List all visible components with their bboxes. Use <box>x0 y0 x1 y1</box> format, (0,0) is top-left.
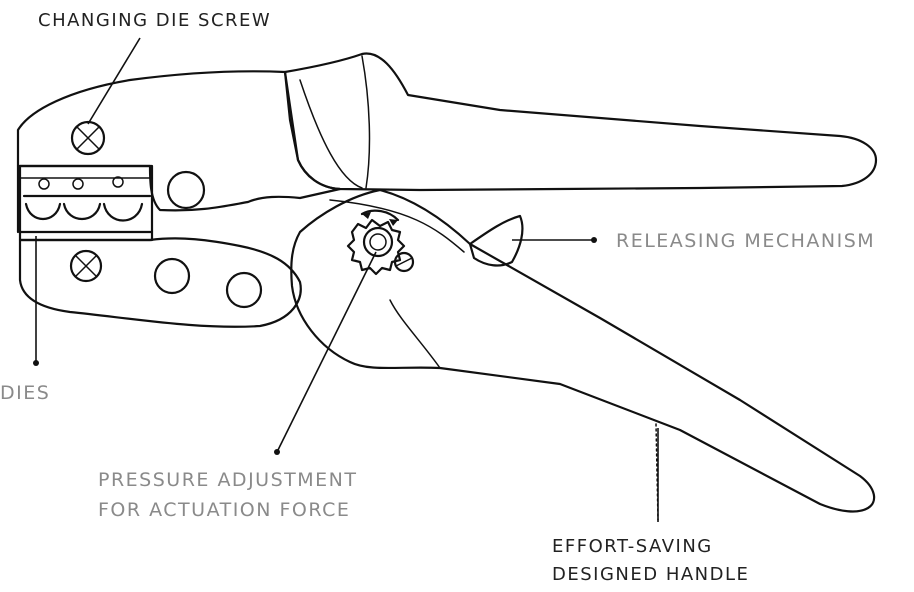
lower-jaw-hole-2 <box>225 271 263 309</box>
upper-handle <box>283 52 878 192</box>
leader-releasing-dot <box>591 237 597 243</box>
changing-die-screw-upper <box>70 120 106 156</box>
lower-jaw <box>18 237 302 328</box>
label-effort-saving-line1: EFFORT-SAVING <box>552 536 713 557</box>
label-pressure-adjustment-line1: PRESSURE ADJUSTMENT <box>98 469 357 491</box>
label-dies: DIES <box>0 382 50 404</box>
leader-pressure-adjustment <box>277 251 377 451</box>
label-effort-saving-line2: DESIGNED HANDLE <box>552 564 749 585</box>
label-pressure-adjustment-line2: FOR ACTUATION FORCE <box>98 499 350 521</box>
changing-die-screw-lower <box>69 249 103 283</box>
lower-handle <box>290 188 876 513</box>
releasing-trigger <box>468 214 524 267</box>
label-changing-die-screw: CHANGING DIE SCREW <box>38 10 271 31</box>
pressure-adjustment-wheel <box>346 209 415 276</box>
leader-dies-dot <box>33 360 39 366</box>
lower-jaw-hole-1 <box>153 257 191 295</box>
leader-pressure-dot <box>274 449 280 455</box>
dies <box>18 164 154 242</box>
label-releasing-mechanism: RELEASING MECHANISM <box>616 230 875 252</box>
tool-head <box>16 70 342 234</box>
upper-pivot-hole <box>166 170 206 210</box>
leader-changing-die-screw <box>87 37 141 125</box>
